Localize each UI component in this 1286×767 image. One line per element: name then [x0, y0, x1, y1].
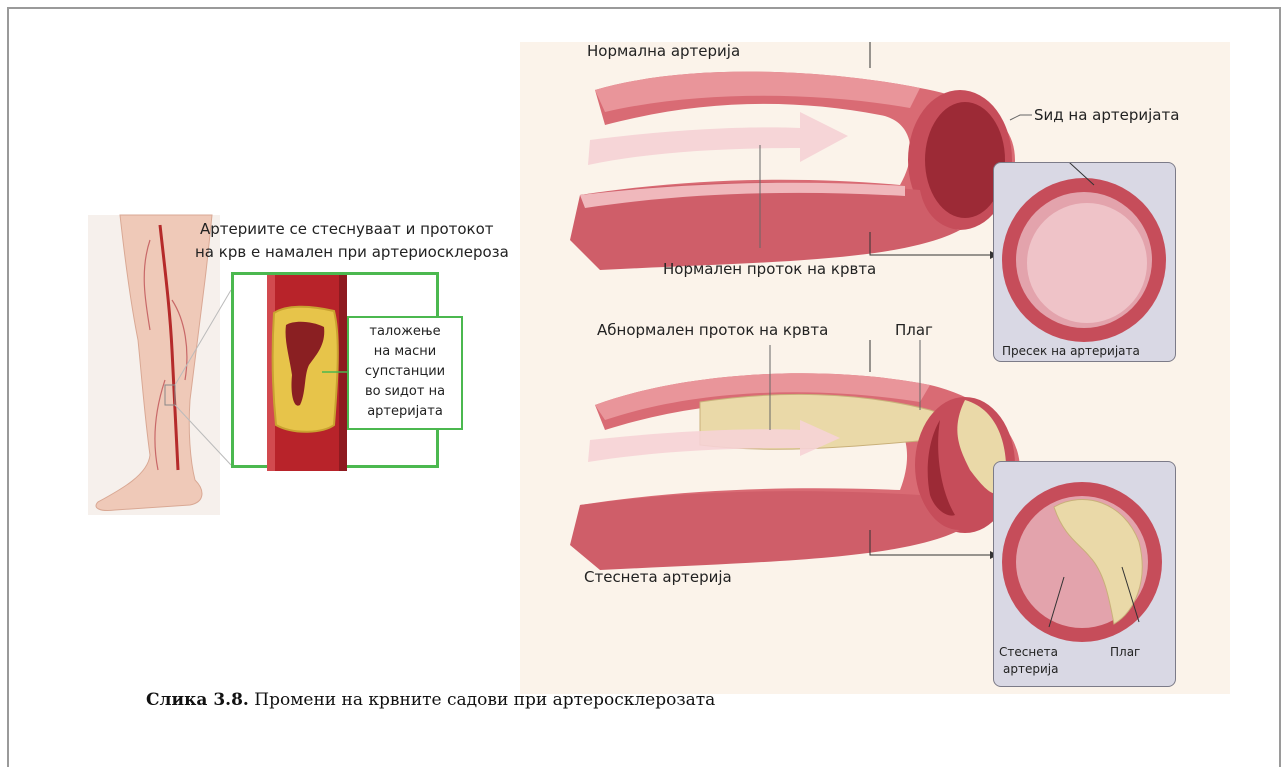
normal-cross-section-box	[993, 162, 1176, 362]
caption-text: Промени на крвните садови при артероскле…	[254, 690, 715, 710]
narrowed-artery-small-label-1: Стеснета	[999, 645, 1058, 659]
normal-artery-label: Нормална артерија	[587, 42, 740, 60]
normal-cross-section	[994, 163, 1177, 363]
abnormal-flow-label: Абнормален проток на крвта	[597, 321, 828, 339]
figure-caption: Слика 3.8. Промени на крвните садови при…	[146, 690, 715, 710]
narrowed-artery-label: Стеснета артерија	[584, 568, 732, 586]
artery-wall-label: Ѕид на артеријата	[1034, 106, 1179, 124]
caption-number: Слика 3.8.	[146, 690, 249, 710]
leg-title-line-2: на крв е намален при артериосклероза	[195, 243, 509, 261]
leg-title-line-1: Артериите се стеснуваат и протокот	[200, 220, 494, 238]
plaque-label: Плаг	[895, 321, 933, 339]
plaque-small-label: Плаг	[1110, 645, 1140, 659]
normal-flow-label: Нормален проток на крвта	[663, 260, 876, 278]
narrowed-artery-small-label-2: артерија	[1003, 662, 1058, 676]
cross-section-label: Пресек на артеријата	[1002, 344, 1140, 358]
